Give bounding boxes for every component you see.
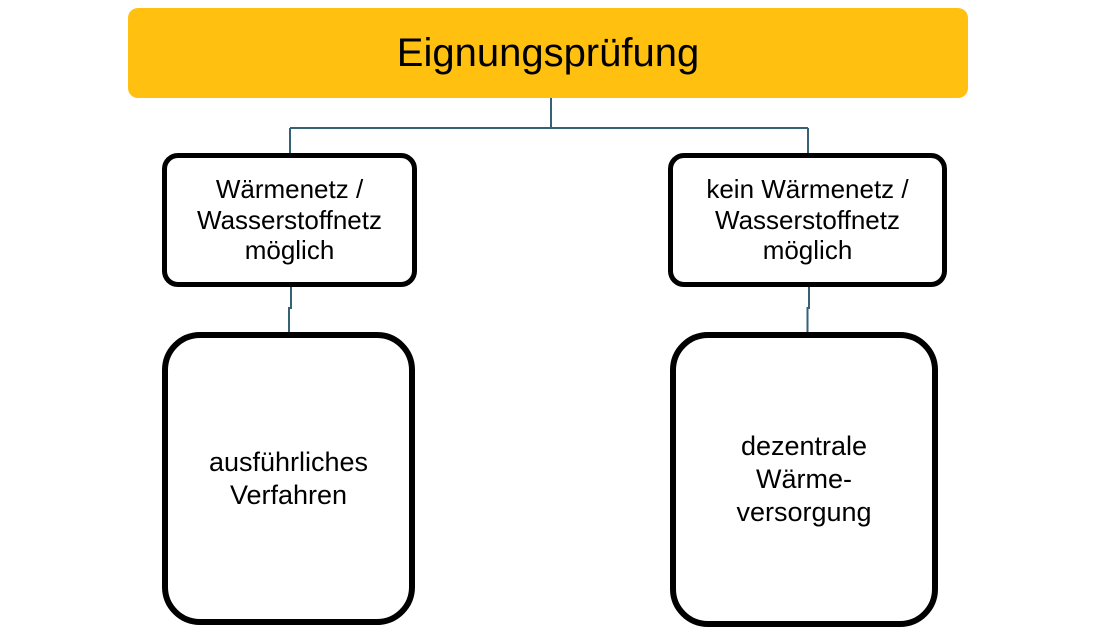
node-outcome-decentralized-heat-supply: dezentrale Wärme- versorgung (670, 332, 938, 627)
node-condition-heat-network-possible: Wärmenetz / Wasserstoffnetz möglich (162, 153, 417, 287)
node-outcome-detailed-procedure: ausführliches Verfahren (162, 332, 415, 625)
connector-right-link (806, 286, 810, 333)
connector-left-link (288, 286, 292, 333)
outcome-right-label: dezentrale Wärme- versorgung (736, 431, 872, 527)
outcome-left-label: ausführliches Verfahren (208, 446, 369, 510)
node-root-title: Eignungsprüfung (128, 8, 968, 98)
condition-right-label: kein Wärmenetz / Wasserstoffnetz möglich (706, 174, 909, 266)
condition-left-label: Wärmenetz / Wasserstoffnetz möglich (197, 174, 382, 266)
node-condition-no-heat-network-possible: kein Wärmenetz / Wasserstoffnetz möglich (668, 153, 947, 287)
root-title-label: Eignungsprüfung (396, 31, 700, 75)
